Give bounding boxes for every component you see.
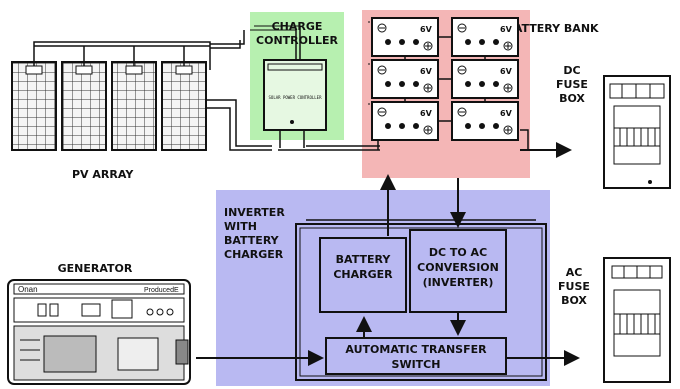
battery: 6V: [371, 17, 439, 57]
dc-fuse-label-3: BOX: [559, 92, 585, 105]
controller-faceplate-text: SOLAR POWER CONTROLLER: [269, 95, 323, 100]
junction-box: [125, 65, 143, 75]
battery-bank: 6V 6V 6V 6V 6V 6V: [371, 17, 529, 150]
battery-voltage-label: 6V: [420, 67, 433, 76]
generator: Onan ProducedE: [7, 279, 191, 385]
inverter-label-3: BATTERY: [224, 234, 280, 247]
pv-panel: [161, 61, 207, 151]
transfer-switch-label-1: AUTOMATIC TRANSFER: [345, 343, 487, 356]
battery-charger-label-1: BATTERY: [336, 253, 392, 266]
junction-box: [75, 65, 93, 75]
battery-voltage-label: 6V: [500, 25, 513, 34]
ac-fuse-label-2: FUSE: [558, 280, 590, 293]
battery-charger-label-2: CHARGER: [333, 268, 393, 281]
inverter-unit: [295, 219, 547, 381]
battery-bank-label: BATTERY BANK: [505, 22, 599, 35]
dc-ac-label-3: (INVERTER): [423, 276, 494, 289]
junction-box: [25, 65, 43, 75]
inverter-label-4: CHARGER: [224, 248, 284, 261]
ac-fuse-box: [603, 257, 671, 383]
pv-panel: [61, 61, 107, 151]
dc-fuse-box: [603, 75, 671, 189]
dc-ac-label-2: CONVERSION: [417, 261, 499, 274]
battery-voltage-label: 6V: [420, 25, 433, 34]
inverter-label-2: WITH: [224, 220, 257, 233]
dc-ac-label-1: DC TO AC: [429, 246, 487, 259]
generator-label: GENERATOR: [58, 262, 133, 275]
inverter-label-1: INVERTER: [224, 206, 285, 219]
battery-charger-box: [319, 237, 407, 313]
pv-panel: [111, 61, 157, 151]
transfer-switch-label-2: SWITCH: [392, 358, 441, 371]
ac-fuse-label-3: BOX: [561, 294, 587, 307]
inverter-zone: [216, 190, 550, 386]
battery-voltage-label: 6V: [500, 67, 513, 76]
battery: 6V: [451, 17, 519, 57]
battery-voltage-label: 6V: [420, 109, 433, 118]
dc-fuse-label-1: DC: [563, 64, 580, 77]
transfer-switch-box: [325, 337, 507, 375]
pv-panel: [11, 61, 57, 151]
generator-brand: Onan: [18, 285, 38, 294]
ac-fuse-label-1: AC: [566, 266, 583, 279]
generator-model: ProducedE: [144, 287, 179, 294]
pv-array: [11, 30, 272, 151]
battery: 6V: [371, 59, 439, 99]
pv-array-label: PV ARRAY: [72, 168, 134, 181]
battery-voltage-label: 6V: [500, 109, 513, 118]
charge-controller: SOLAR POWER CONTROLLER: [263, 59, 327, 148]
dc-fuse-label-2: FUSE: [556, 78, 588, 91]
charge-controller-label-2: CONTROLLER: [256, 34, 338, 47]
battery-wiring: [377, 36, 529, 150]
battery: 6V: [451, 59, 519, 99]
battery: 6V: [451, 101, 519, 141]
battery: 6V: [371, 101, 439, 141]
junction-box: [175, 65, 193, 75]
